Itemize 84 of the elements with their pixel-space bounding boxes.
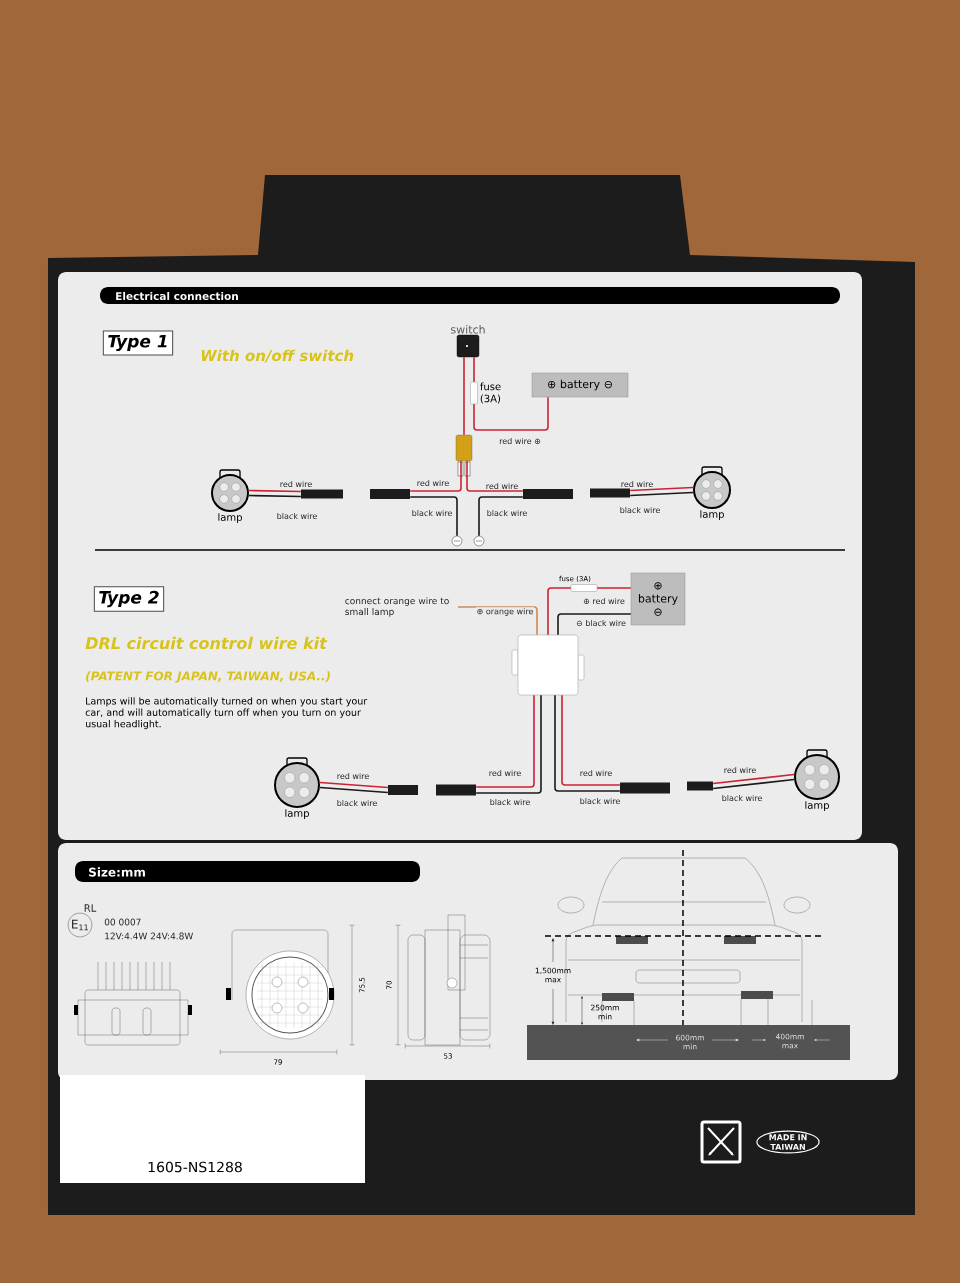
edge-label: ⊖ black wire (575, 618, 627, 628)
lamp: lamp (693, 466, 731, 520)
node-label: lamp (700, 510, 724, 520)
wire (712, 773, 795, 785)
connector-plug (436, 784, 476, 796)
wire (248, 489, 302, 493)
edge-label: black wire (485, 508, 529, 518)
edge-label: red wire (278, 479, 314, 489)
description: Lamps will be automatically turned on when you start your car, and will automatically turn off when you turn on your usual headlight. (85, 697, 368, 730)
edge-label: red wire (335, 771, 371, 781)
section-header: Electrical connection (100, 287, 840, 304)
heading: (PATENT FOR JAPAN, TAIWAN, USA..) (86, 671, 330, 683)
node-label: switch (451, 325, 485, 334)
marking-text: RL (84, 904, 97, 912)
wire (547, 587, 572, 636)
wire (712, 778, 795, 790)
wire (409, 496, 458, 537)
connector-plug (523, 489, 573, 499)
wire (473, 396, 549, 431)
wire-splitter (455, 434, 473, 477)
wire (319, 786, 389, 794)
switch: switch (451, 325, 485, 358)
edge-label: black wire (335, 798, 379, 808)
ground-terminal (451, 535, 463, 547)
edge-label: red wire ⊕ (498, 436, 542, 446)
edge-label: black wire (720, 793, 764, 803)
heading: With on/off switch (201, 349, 354, 363)
wire (554, 694, 621, 792)
edge-label: black wire (275, 511, 319, 521)
wire (475, 694, 535, 788)
wire (478, 496, 524, 537)
edge-label: red wire (722, 765, 758, 775)
type-label: Type 1 (102, 330, 174, 356)
edge-label: red wire (487, 768, 523, 778)
lamp: lamp (274, 757, 320, 819)
node-label: lamp (285, 809, 309, 819)
battery-box: ⊕ battery ⊖ (531, 372, 629, 398)
wire (473, 356, 475, 383)
wire (466, 460, 524, 492)
section-header: Size:mm (75, 861, 420, 882)
lamp: lamp (211, 469, 249, 523)
edge-label: red wire (619, 479, 655, 489)
control-box (511, 634, 585, 696)
fuse: fuse (3A) (470, 381, 501, 405)
ground-terminal (473, 535, 485, 547)
edge-label: black wire (618, 505, 662, 515)
edge-label: black wire (410, 508, 454, 518)
wire (596, 587, 632, 589)
connector-plug (620, 782, 670, 794)
connector-plug (388, 785, 418, 795)
node-label: fuse (3A) (480, 382, 501, 404)
marking-text: 12V:4.4W 24V:4.8W (105, 932, 193, 940)
wire (409, 460, 462, 492)
marking-text: 00 0007 (104, 918, 141, 926)
edge-label: black wire (488, 797, 532, 807)
product-code: 1605-NS1288 (148, 1161, 242, 1173)
edge-label: ⊕ red wire (582, 596, 626, 606)
wire (557, 613, 632, 636)
wire (561, 694, 621, 786)
wire (319, 781, 389, 789)
wire (248, 494, 302, 498)
heading: DRL circuit control wire kit (85, 636, 328, 650)
edge-label: red wire (484, 481, 520, 491)
wire (629, 486, 694, 492)
e-mark: E$_{11}$ (67, 912, 93, 938)
wire (475, 694, 542, 794)
lamp: lamp (794, 749, 840, 811)
wire (629, 491, 694, 497)
edge-label: red wire (578, 768, 614, 778)
connector-plug (687, 781, 713, 791)
edge-label: ⊕ orange wire (475, 607, 535, 617)
edge-label: black wire (578, 796, 622, 806)
type-label: Type 2 (93, 586, 165, 612)
connector-plug (301, 489, 343, 499)
connector-plug (370, 489, 410, 499)
wire (463, 356, 465, 436)
battery-box: ⊕ battery ⊖ (630, 572, 686, 626)
connector-plug (590, 488, 630, 498)
node-label: lamp (218, 513, 242, 523)
wire (457, 606, 538, 636)
origin-badge: MADE IN TAIWAN (756, 1130, 820, 1154)
node-label: lamp (805, 801, 829, 811)
callout-text: connect orange wire to small lamp (345, 597, 449, 617)
edge-label: red wire (415, 478, 451, 488)
